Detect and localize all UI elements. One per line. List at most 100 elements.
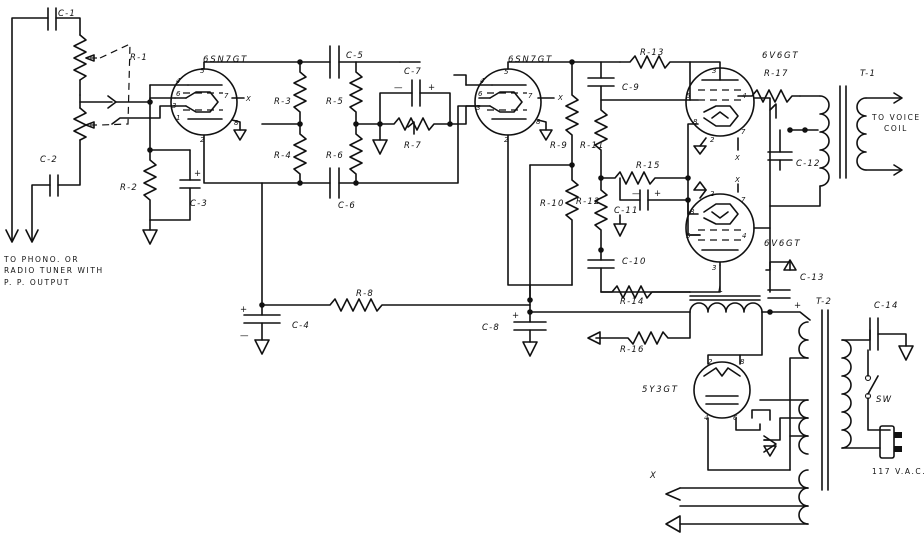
label-r9: R-9 [550,141,568,151]
c7-minus: — [394,83,404,93]
tube-v4: 6V6GT 3 5 8 4 2 7 X [685,176,801,272]
label-c10: C-10 [622,257,647,267]
v1-pin8: 8 [234,119,239,127]
tube-v1-type: 6SN7GT [203,55,248,65]
input-note-line2: RADIO TUNER WITH [4,266,104,275]
v1-pin7: 7 [224,92,229,100]
label-c11: C-11 [614,206,639,216]
rect-pin4: 4 [704,414,708,422]
label-r7: R-7 [404,141,422,151]
label-c14: C-14 [874,301,899,311]
v4-pin3: 3 [712,264,716,272]
label-sw: SW [876,395,892,405]
tube-v3-type: 6V6GT [762,51,799,61]
v3-heater-x: X [734,154,740,162]
c4-plus: + [240,305,248,315]
label-t1: T-1 [860,69,876,79]
v4-pin7: 7 [741,196,746,204]
label-r1: R-1 [130,53,148,63]
capacitor-c2: C-2 [40,139,81,197]
label-r2: R-2 [120,183,138,193]
rect-pin8: 8 [740,358,745,366]
input-note-line3: P. P. OUTPUT [4,278,70,287]
v2-pin2: 2 [504,136,509,144]
label-c7: C-7 [404,67,422,77]
label-c1: C-1 [58,9,76,19]
v4-pin5: 5 [686,232,691,240]
v2-pin3: 3 [476,104,480,112]
voice-coil-line1: TO VOICE [871,113,921,122]
v4-pin8: 8 [690,208,695,216]
v2-heater-x: X [557,94,563,102]
input-note-line1: TO PHONO. OR [3,255,79,264]
power-supply: L C-13 + R-16 5Y3GT 2 8 4 6 T-2 [587,259,924,533]
label-r15: R-15 [636,161,661,171]
label-r8: R-8 [356,289,374,299]
c11-plus: + [654,189,662,199]
v1-wiring: R-2 + C-3 [111,61,301,245]
label-r17: R-17 [764,69,789,79]
v1-pin5: 5 [200,67,205,75]
label-r3: R-3 [274,97,292,107]
v2-pin4: 4 [480,77,484,85]
label-c12: C-12 [796,159,821,169]
voice-coil-line2: COIL [884,124,908,133]
label-c13: C-13 [800,273,825,283]
label-r4: R-4 [274,151,292,161]
v3-pin3: 3 [712,67,716,75]
label-r10: R-10 [540,199,565,209]
label-c8: C-8 [482,323,500,333]
v3-pin8: 8 [693,118,698,126]
interstage-1: R-3 R-4 C-5 C-6 R-5 R-6 C-7 — + [261,45,481,306]
v1-pin4: 4 [176,77,180,85]
tube-v4-type: 6V6GT [764,239,801,249]
v1-pin2: 2 [200,136,205,144]
label-c9: C-9 [622,83,640,93]
v2-pin8: 8 [536,118,541,126]
v1-heater-x: X [245,95,251,103]
v4-pin4: 4 [742,232,746,240]
rect-pin2: 2 [708,358,713,366]
label-r16: R-16 [620,345,645,355]
label-c6: C-6 [338,201,356,211]
c4-minus: — [240,331,250,341]
c3-plus: + [194,169,202,179]
tube-v1: 6SN7GT 5 4 6 3 1 7 8 2 X [170,55,251,144]
c13-plus: + [794,301,802,311]
capacitor-c1: C-1 [47,7,81,36]
c8-plus: + [512,311,520,321]
label-c5: C-5 [346,51,364,61]
v3-pin2: 2 [710,136,715,144]
label-r5: R-5 [326,97,344,107]
label-c3: C-3 [190,199,208,209]
potentiometer-r1: R-1 [73,34,148,141]
tube-v2: 6SN7GT 5 4 6 3 7 8 2 X [474,55,563,144]
c11-minus: — [632,189,642,199]
heater-x-label: X [649,471,657,481]
v2-wiring: R-9 R-10 [355,59,579,303]
v1-pin6: 6 [176,90,181,98]
output-transformer-t1: R-17 C-12 T-1 TO VOICE COIL [737,69,921,271]
label-choke-l: L [718,285,724,295]
v2-pin7: 7 [528,92,533,100]
v4-pin2: 2 [710,190,715,198]
input-section: C-1 C-2 R-1 TO PHONO. OR RADIO TUNER WIT… [3,7,148,287]
v2-pin6: 6 [478,90,483,98]
c7-plus: + [428,83,436,93]
mains-label: 117 V.A.C. [872,467,924,476]
v1-pin1: 1 [176,114,180,122]
v4-heater-x: X [734,176,740,184]
b-plus-rail: + — C-4 R-8 + C-8 [240,289,691,357]
label-r14: R-14 [620,297,645,307]
tube-v2-type: 6SN7GT [508,55,553,65]
v3-pin5: 5 [686,92,691,100]
v3-pin7: 7 [741,128,746,136]
label-r6: R-6 [326,151,344,161]
label-r11: R-11 [580,141,605,151]
label-r12: R-12 [576,197,601,207]
label-c2: C-2 [40,155,58,165]
output-coupling: R-13 C-9 R-11 R-12 C-10 R-14 R-15 C-1 [571,48,721,307]
tube-rect-type: 5Y3GT [642,385,679,395]
label-c4: C-4 [292,321,310,331]
